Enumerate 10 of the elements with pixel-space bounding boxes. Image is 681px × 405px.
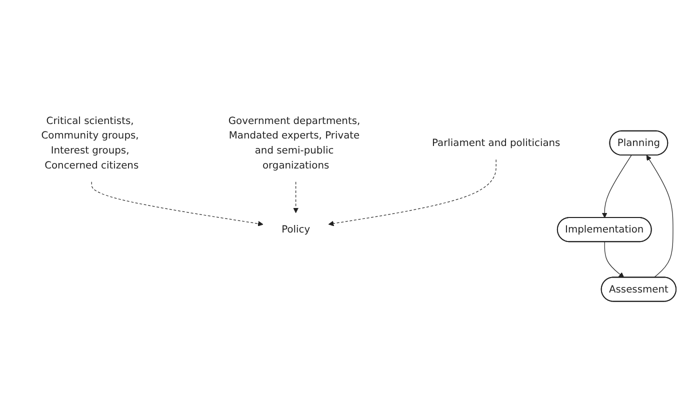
node-text: Policy: [282, 223, 310, 235]
arrow: [328, 159, 496, 226]
node-text: Parliament and politicians: [432, 136, 560, 148]
arrow: [293, 181, 299, 213]
arrow: [646, 154, 674, 278]
arrow: [602, 154, 632, 218]
node-text: Government departments, Mandated experts, Private and semi-public organizations: [228, 114, 360, 171]
arrow: [91, 181, 264, 226]
node-text: Critical scientists, Community groups, Interest groups, Concerned citizens: [41, 114, 139, 171]
arrow: [604, 241, 624, 278]
